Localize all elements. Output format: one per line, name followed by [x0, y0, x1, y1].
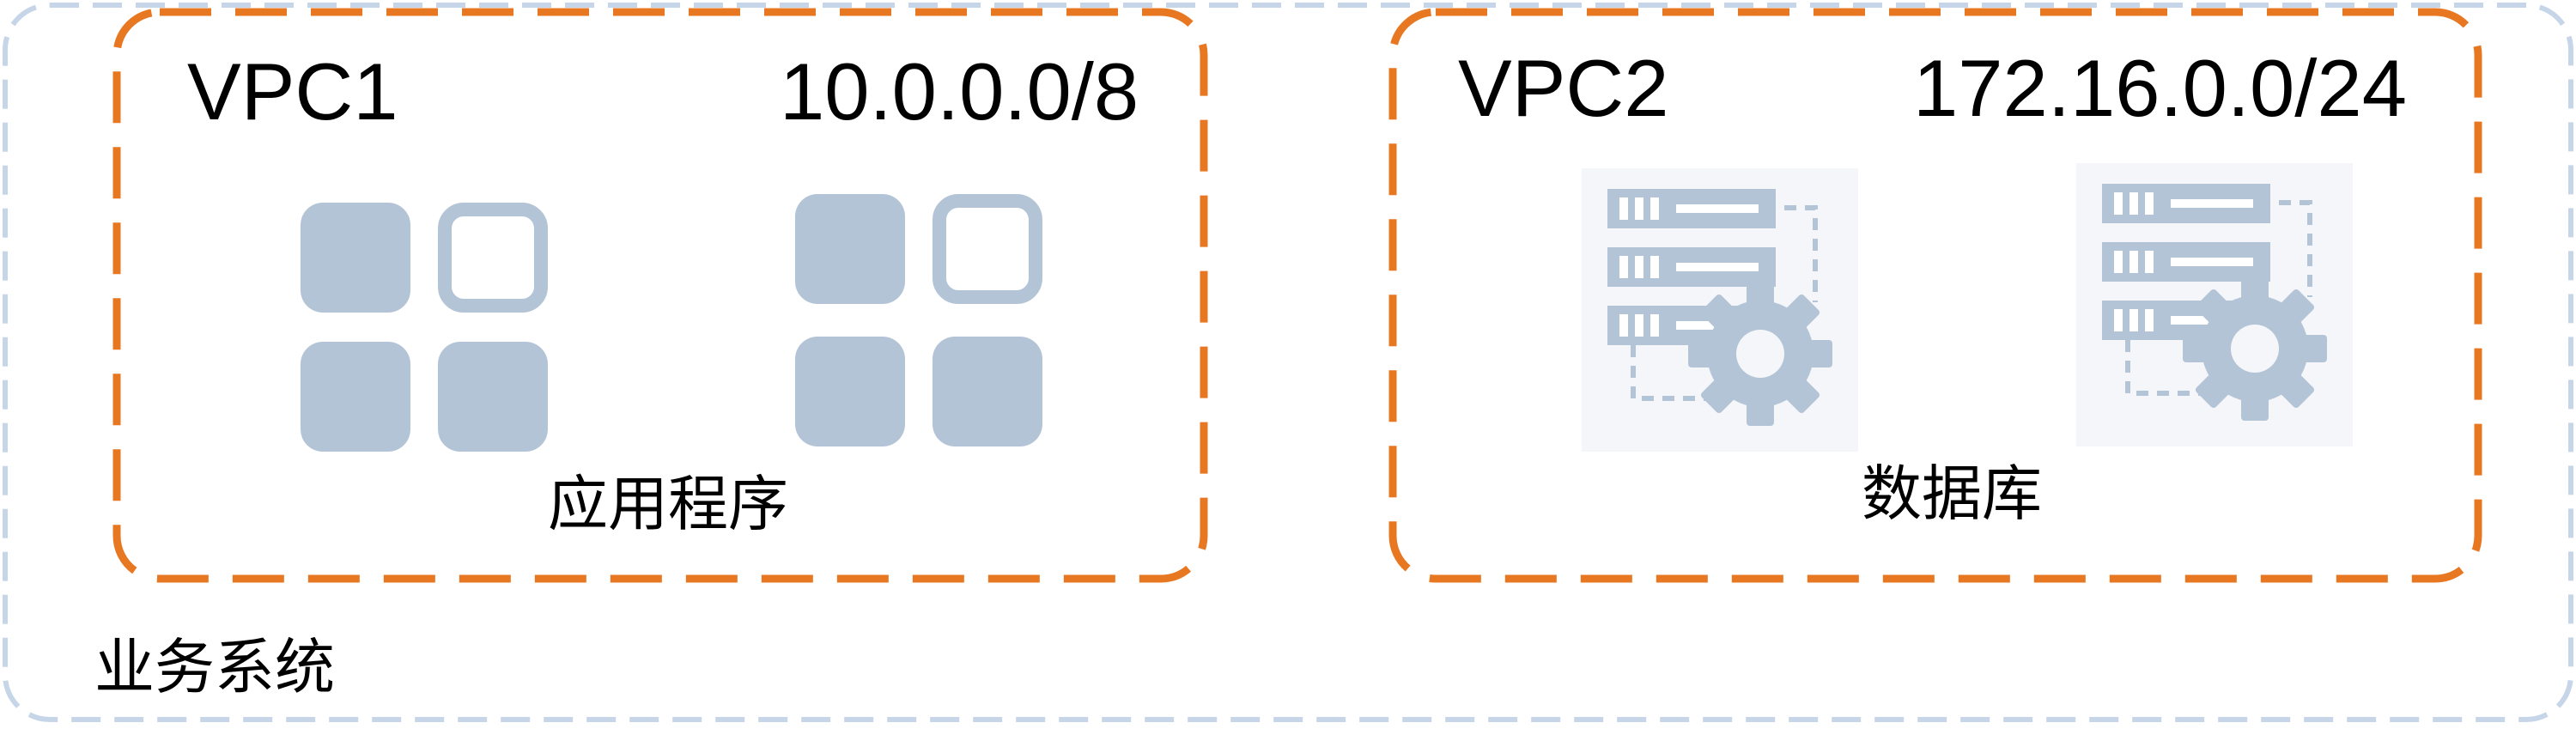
vpc1-boundary: [112, 8, 1208, 583]
vpc2-name: VPC2: [1458, 43, 1669, 133]
vpc1-workload-label: 应用程序: [548, 469, 788, 539]
vpc2-workload-label: 数据库: [1862, 459, 2042, 529]
application-grid-icon: [795, 194, 1042, 446]
vpc2-cidr: 172.16.0.0/24: [1913, 43, 2407, 133]
database-server-icon: [1582, 168, 1858, 452]
business-system-label: 业务系统: [94, 632, 335, 702]
application-grid-icon: [301, 203, 548, 452]
business-system-boundary: [3, 3, 2573, 722]
vpc1-cidr: 10.0.0.0/8: [780, 46, 1139, 137]
vpc2-boundary: [1388, 8, 2482, 583]
vpc1-name: VPC1: [187, 46, 398, 137]
database-server-icon: [2076, 163, 2353, 446]
